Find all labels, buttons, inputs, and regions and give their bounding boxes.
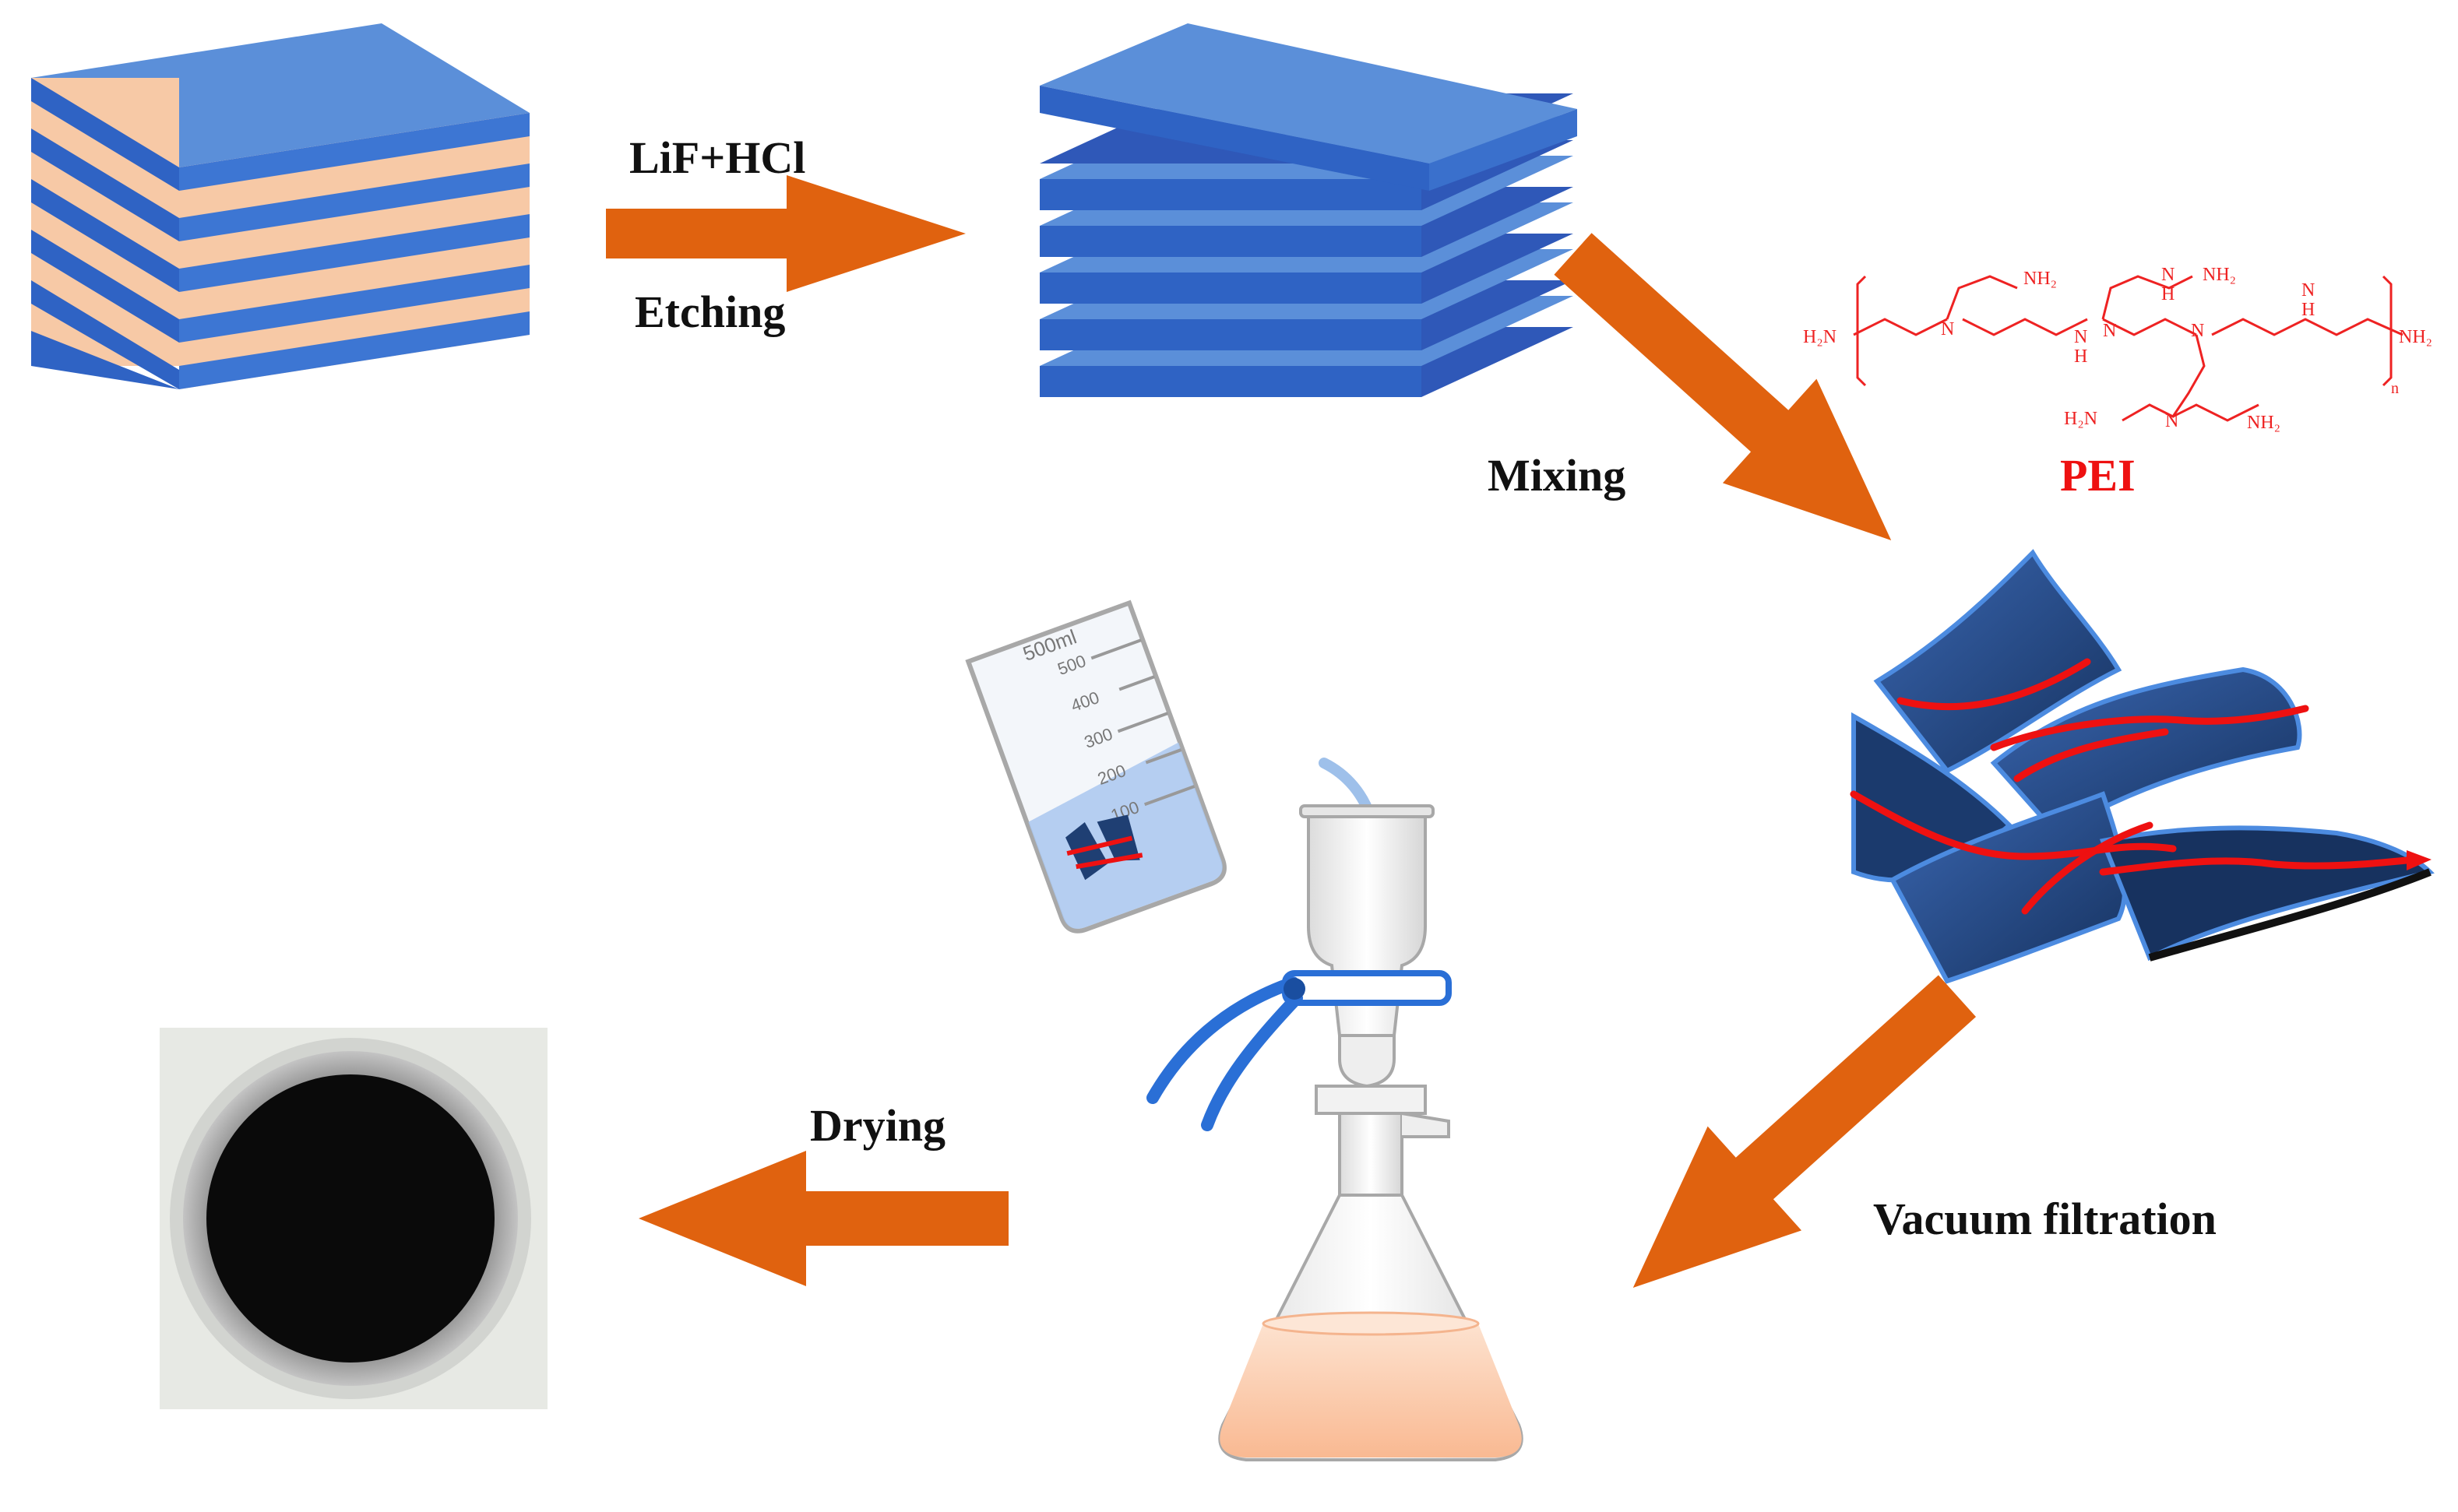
max-phase-block-icon <box>31 23 530 389</box>
svg-text:NH₂: NH₂ <box>2023 269 2057 289</box>
mxene-stack-icon <box>1040 23 1577 397</box>
svg-text:H₂N: H₂N <box>1803 327 1836 347</box>
svg-text:N: N <box>2074 327 2087 347</box>
dried-film-photo-icon <box>160 1028 548 1409</box>
drying-label: Drying <box>810 1100 946 1151</box>
svg-text:NH₂: NH₂ <box>2399 327 2432 347</box>
svg-text:H: H <box>2074 346 2087 367</box>
etching-reagent-label: LiF+HCl <box>629 132 805 183</box>
mixing-label: Mixing <box>1488 450 1625 501</box>
svg-text:NH₂: NH₂ <box>2247 413 2280 433</box>
vacuum-filtration-arrow <box>1632 975 1977 1288</box>
beaker-icon: 500 400 300 200 100 500ml <box>965 600 1227 934</box>
pei-label: PEI <box>2060 450 2136 501</box>
filter-flask-icon <box>1218 1085 1523 1461</box>
mxene-pei-composite-icon <box>1850 549 2435 984</box>
vacuum-filtration-label: Vacuum filtration <box>1873 1194 2217 1244</box>
etching-label: Etching <box>635 287 785 337</box>
svg-text:H: H <box>2161 284 2175 304</box>
filter-funnel-icon <box>1299 804 1435 1088</box>
svg-text:N: N <box>2103 321 2116 341</box>
pei-structure-icon <box>1853 275 2403 422</box>
svg-text:n: n <box>2391 380 2399 397</box>
svg-text:N: N <box>2161 265 2175 285</box>
svg-text:H₂N: H₂N <box>2064 409 2097 429</box>
mixing-arrow <box>1554 233 1892 540</box>
pei-structure-labels: H₂N N NH₂ N H N N H NH₂ N N H NH₂ n H₂N … <box>1803 265 2432 433</box>
svg-text:H: H <box>2301 300 2315 320</box>
drying-arrow <box>639 1151 1009 1286</box>
svg-text:N: N <box>2301 280 2315 301</box>
etching-arrow <box>606 175 966 292</box>
svg-text:N: N <box>2191 321 2204 341</box>
svg-text:N: N <box>1941 319 1954 339</box>
svg-text:NH₂: NH₂ <box>2203 265 2236 285</box>
clamp-icon <box>1146 970 1452 1131</box>
svg-text:N: N <box>2165 411 2178 431</box>
